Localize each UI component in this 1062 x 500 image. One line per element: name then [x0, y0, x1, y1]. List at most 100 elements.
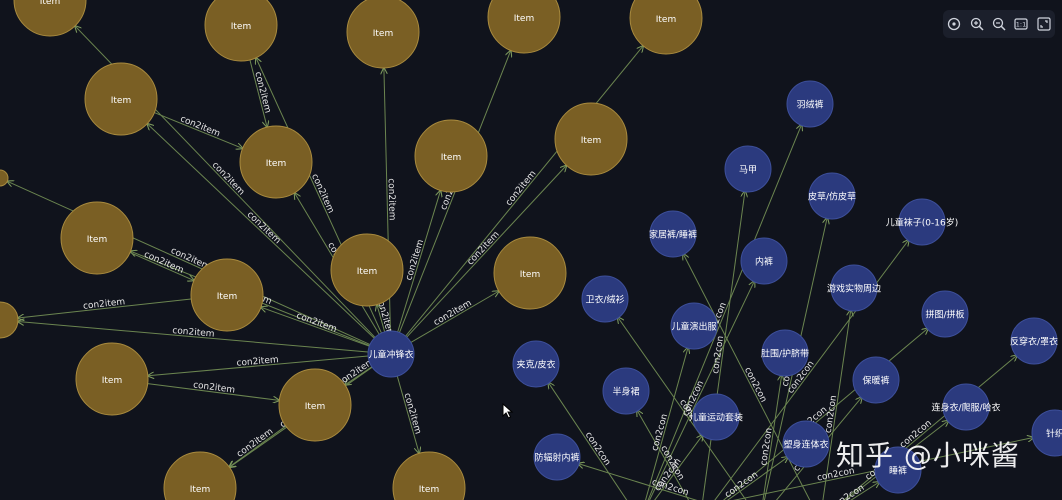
item-node[interactable]: Item — [204, 0, 278, 62]
graph-edge[interactable] — [148, 355, 369, 376]
item-node[interactable] — [0, 169, 9, 187]
category-node[interactable]: 保暖裤 — [852, 356, 900, 404]
graph-edge[interactable] — [406, 165, 567, 338]
graph-edge[interactable] — [548, 382, 640, 500]
item-node-label: Item — [656, 15, 677, 25]
graph-edge[interactable] — [345, 366, 373, 385]
item-node[interactable]: Item — [84, 62, 158, 136]
graph-edge[interactable] — [640, 435, 703, 500]
graph-edge[interactable] — [640, 347, 688, 500]
graph-edge[interactable] — [18, 298, 192, 318]
graph-edge[interactable] — [820, 355, 1017, 500]
item-node[interactable]: Item — [330, 233, 404, 307]
item-node[interactable]: Item — [239, 125, 313, 199]
zoom-in-icon — [970, 17, 984, 31]
item-node-label: Item — [217, 292, 238, 302]
edge-label: con2item — [192, 380, 235, 395]
category-node[interactable]: 卫衣/绒衫 — [581, 275, 629, 323]
graph-edge[interactable] — [820, 310, 851, 500]
category-node[interactable]: 羽绒裤 — [786, 80, 834, 128]
edge-label: con2con — [583, 430, 612, 467]
item-node[interactable]: Item — [629, 0, 703, 55]
graph-edge[interactable] — [640, 438, 1033, 500]
graph-edge[interactable] — [700, 457, 788, 500]
edge-label: con2item — [179, 114, 222, 139]
item-node-label: Item — [40, 0, 61, 7]
item-node[interactable]: Item — [190, 258, 264, 332]
category-node[interactable]: 塑身连体衣 — [782, 420, 830, 468]
graph-edge[interactable] — [410, 291, 499, 343]
graph-edge[interactable] — [397, 190, 441, 333]
fit-view-button[interactable] — [945, 15, 963, 33]
graph-edge[interactable] — [147, 124, 375, 339]
item-node[interactable]: Item — [414, 119, 488, 193]
item-node[interactable]: Item — [278, 368, 352, 442]
graph-edge[interactable] — [618, 317, 760, 500]
item-node[interactable] — [0, 301, 19, 339]
graph-edge[interactable] — [377, 305, 386, 333]
item-node-label: Item — [514, 14, 535, 24]
graph-edge[interactable] — [7, 181, 371, 346]
graph-edge[interactable] — [760, 375, 782, 500]
category-node[interactable]: 儿童演出服 — [670, 302, 718, 350]
category-node[interactable]: 儿童运动套装 — [689, 393, 743, 441]
category-node[interactable]: 儿童袜子(0-16岁) — [886, 198, 958, 246]
graph-edge[interactable] — [249, 59, 267, 127]
edge-label: con2item — [245, 210, 283, 246]
edge-label: con2item — [404, 238, 426, 281]
edge-label: con2item — [295, 311, 338, 335]
category-node[interactable]: 防辐射内裤 — [533, 433, 581, 481]
category-node[interactable]: 反穿衣/罩衣 — [1010, 317, 1058, 365]
category-node[interactable]: 半身裙 — [602, 367, 650, 415]
item-node[interactable]: Item — [13, 0, 87, 37]
graph-edge[interactable] — [820, 482, 879, 500]
category-node[interactable]: 皮草/仿皮草 — [808, 172, 856, 220]
graph-edge[interactable] — [578, 464, 760, 500]
category-node[interactable]: 游戏实物周边 — [827, 264, 881, 312]
graph-edge[interactable] — [129, 251, 194, 280]
graph-toolbar: 1:1 — [943, 10, 1055, 38]
category-node[interactable]: 肚围/护脐带 — [761, 329, 809, 377]
edge-label: con2con — [742, 366, 768, 404]
category-node[interactable]: 内裤 — [740, 237, 788, 285]
category-node[interactable]: 家居裤/睡裤 — [649, 210, 697, 258]
graph-edge[interactable] — [18, 322, 369, 353]
fullscreen-button[interactable] — [1035, 15, 1053, 33]
category-node[interactable]: 夹克/皮衣 — [512, 340, 560, 388]
graph-edge[interactable] — [396, 375, 419, 453]
center-node[interactable]: 儿童冲锋衣 — [367, 330, 415, 378]
graph-edge[interactable] — [637, 410, 700, 500]
graph-edge[interactable] — [229, 425, 287, 467]
zoom-out-button[interactable] — [990, 15, 1008, 33]
category-node[interactable]: 针织 — [1031, 409, 1062, 457]
item-node-label: Item — [102, 376, 123, 386]
item-node[interactable]: Item — [60, 201, 134, 275]
category-node[interactable]: 马甲 — [724, 145, 772, 193]
item-node[interactable]: Item — [75, 342, 149, 416]
item-node-label: Item — [581, 136, 602, 146]
item-node-label: Item — [111, 96, 132, 106]
graph-edge[interactable] — [640, 124, 802, 500]
category-node[interactable]: 连身衣/爬服/哈衣 — [931, 383, 1001, 431]
zoom-in-button[interactable] — [968, 15, 986, 33]
graph-edge[interactable] — [700, 191, 745, 500]
category-node-label: 内裤 — [755, 256, 773, 268]
edge-label: con2con — [829, 483, 866, 500]
item-node[interactable]: Item — [346, 0, 420, 69]
graph-edge[interactable] — [640, 281, 754, 500]
graph-edge[interactable] — [154, 112, 242, 149]
item-node[interactable]: Item — [493, 236, 567, 310]
graph-edge[interactable] — [147, 383, 280, 401]
item-node[interactable]: Item — [392, 451, 466, 500]
category-node[interactable]: 拼图/拼板 — [921, 290, 969, 338]
graph-edge[interactable] — [405, 46, 644, 337]
item-node[interactable]: Item — [487, 0, 561, 54]
category-node[interactable]: 睡裤 — [874, 446, 922, 494]
graph-edge[interactable] — [261, 307, 370, 347]
actual-size-button[interactable]: 1:1 — [1012, 15, 1030, 33]
category-node-label: 连身衣/爬服/哈衣 — [931, 402, 1000, 414]
edge-label: con2item — [252, 71, 272, 114]
item-node[interactable]: Item — [554, 102, 628, 176]
item-node[interactable]: Item — [163, 451, 237, 500]
